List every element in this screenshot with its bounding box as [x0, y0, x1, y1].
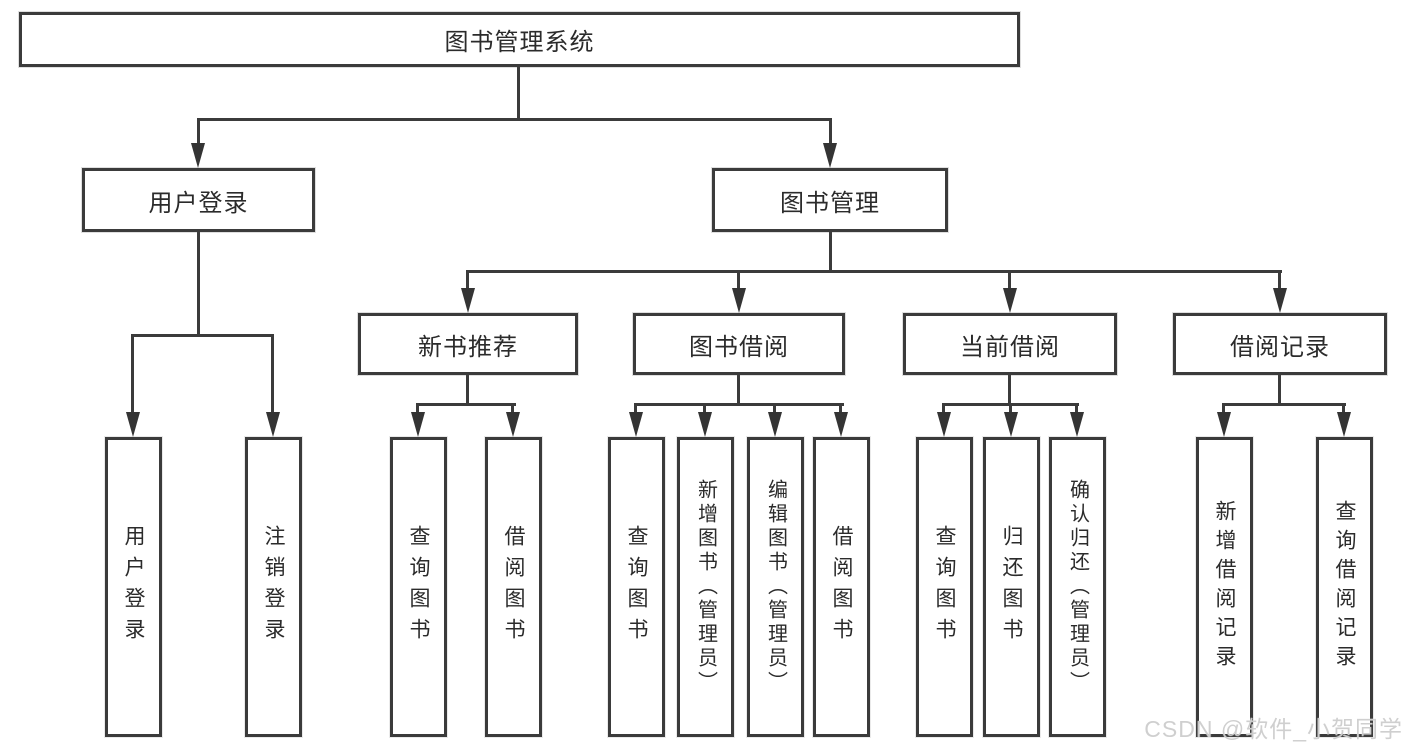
- connector-vline: [131, 334, 134, 415]
- connector-vline: [1278, 270, 1281, 292]
- connector-vline: [197, 232, 200, 337]
- connector-vline: [634, 403, 637, 415]
- leaf-add-book-admin: 新增图书（管理员）: [677, 437, 734, 737]
- node-book-borrowing-label: 图书借阅: [689, 333, 789, 361]
- connector-vline: [829, 232, 832, 273]
- connector-vline: [511, 403, 514, 415]
- leaf-return-book: 归还图书: [983, 437, 1040, 737]
- connector-vline: [773, 403, 776, 415]
- connector-vline: [1278, 375, 1281, 406]
- arrow-down-icon: [1273, 288, 1287, 313]
- node-new-book-recommend-label: 新书推荐: [418, 333, 518, 361]
- connector-vline: [197, 118, 200, 146]
- leaf-query-borrow-record-label: 查询借阅记录: [1333, 500, 1356, 674]
- node-user-login: 用户登录: [82, 168, 315, 232]
- leaf-add-borrow-record: 新增借阅记录: [1196, 437, 1253, 737]
- arrow-down-icon: [1003, 288, 1017, 313]
- arrow-down-icon: [1337, 412, 1351, 437]
- leaf-borrow-book-recommend-label: 借阅图书: [502, 525, 525, 649]
- connector-vline: [416, 403, 419, 415]
- arrow-down-icon: [732, 288, 746, 313]
- connector-vline: [737, 375, 740, 406]
- connector-vline: [1222, 403, 1225, 415]
- leaf-confirm-return-admin: 确认归还（管理员）: [1049, 437, 1106, 737]
- node-root: 图书管理系统: [19, 12, 1020, 67]
- arrow-down-icon: [823, 143, 837, 168]
- connector-hline: [131, 334, 274, 337]
- leaf-query-book-current: 查询图书: [916, 437, 973, 737]
- connector-hline: [197, 118, 831, 121]
- node-new-book-recommend: 新书推荐: [358, 313, 578, 375]
- leaf-query-book-borrowing-label: 查询图书: [625, 525, 648, 649]
- leaf-logout-label: 注销登录: [262, 525, 285, 649]
- arrow-down-icon: [1217, 412, 1231, 437]
- connector-vline: [1342, 403, 1345, 415]
- arrow-down-icon: [698, 412, 712, 437]
- leaf-edit-book-admin: 编辑图书（管理员）: [747, 437, 804, 737]
- leaf-query-book-recommend-label: 查询图书: [407, 525, 430, 649]
- connector-vline: [1008, 270, 1011, 292]
- arrow-down-icon: [266, 412, 280, 437]
- leaf-return-book-label: 归还图书: [1000, 525, 1023, 649]
- node-user-login-label: 用户登录: [148, 189, 249, 217]
- watermark-text: CSDN @软件_小贺同学: [1144, 716, 1403, 742]
- leaf-user-login-label: 用户登录: [122, 525, 145, 649]
- arrow-down-icon: [768, 412, 782, 437]
- leaf-query-book-recommend: 查询图书: [390, 437, 447, 737]
- node-borrowing-records: 借阅记录: [1173, 313, 1387, 375]
- node-borrowing-records-label: 借阅记录: [1230, 333, 1330, 361]
- connector-vline: [703, 403, 706, 415]
- connector-vline: [517, 67, 520, 121]
- node-current-borrowing: 当前借阅: [903, 313, 1117, 375]
- leaf-edit-book-admin-label: 编辑图书（管理员）: [764, 479, 787, 695]
- arrow-down-icon: [834, 412, 848, 437]
- arrow-down-icon: [461, 288, 475, 313]
- arrow-down-icon: [1070, 412, 1084, 437]
- leaf-query-borrow-record: 查询借阅记录: [1316, 437, 1373, 737]
- node-root-label: 图书管理系统: [444, 29, 595, 56]
- arrow-down-icon: [126, 412, 140, 437]
- connector-vline: [1008, 375, 1011, 406]
- connector-vline: [466, 375, 469, 406]
- connector-vline: [829, 118, 832, 146]
- node-book-borrowing: 图书借阅: [633, 313, 845, 375]
- connector-vline: [271, 334, 274, 415]
- leaf-query-book-current-label: 查询图书: [933, 525, 956, 649]
- arrow-down-icon: [629, 412, 643, 437]
- arrow-down-icon: [937, 412, 951, 437]
- arrow-down-icon: [411, 412, 425, 437]
- node-book-management: 图书管理: [712, 168, 948, 232]
- leaf-borrow-book-recommend: 借阅图书: [485, 437, 542, 737]
- connector-hline: [416, 403, 516, 406]
- arrow-down-icon: [506, 412, 520, 437]
- connector-hline: [634, 403, 844, 406]
- node-book-management-label: 图书管理: [780, 189, 880, 217]
- connector-vline: [942, 403, 945, 415]
- arrow-down-icon: [1004, 412, 1018, 437]
- leaf-query-book-borrowing: 查询图书: [608, 437, 665, 737]
- arrow-down-icon: [191, 143, 205, 168]
- connector-vline: [466, 270, 469, 292]
- leaf-add-borrow-record-label: 新增借阅记录: [1213, 500, 1236, 674]
- leaf-logout: 注销登录: [245, 437, 302, 737]
- leaf-add-book-admin-label: 新增图书（管理员）: [694, 479, 717, 695]
- node-current-borrowing-label: 当前借阅: [960, 333, 1060, 361]
- leaf-confirm-return-admin-label: 确认归还（管理员）: [1066, 479, 1089, 695]
- leaf-borrow-book: 借阅图书: [813, 437, 870, 737]
- connector-vline: [737, 270, 740, 292]
- connector-hline: [466, 270, 1282, 273]
- connector-vline: [1075, 403, 1078, 415]
- connector-vline: [839, 403, 842, 415]
- connector-hline: [1222, 403, 1346, 406]
- leaf-borrow-book-label: 借阅图书: [830, 525, 853, 649]
- connector-vline: [1009, 403, 1012, 415]
- leaf-user-login: 用户登录: [105, 437, 162, 737]
